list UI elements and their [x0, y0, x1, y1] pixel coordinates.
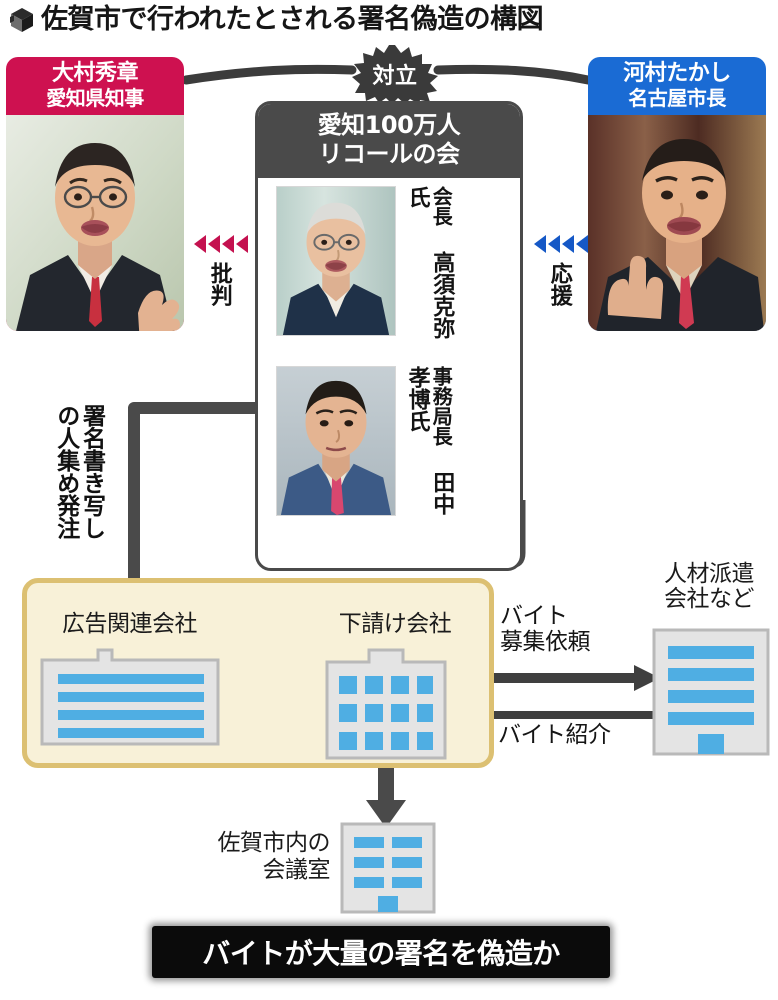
office-building-tall-icon: [652, 628, 770, 756]
page-title: 佐賀市で行われたとされる署名偽造の構図: [10, 4, 544, 35]
person-right-name: 河村たかし: [623, 61, 731, 86]
person-left-role: 愛知県知事: [46, 85, 144, 110]
person-right-role: 名古屋市長: [628, 85, 726, 110]
member-1-name: 田中孝博氏: [404, 365, 455, 515]
member-1-text: 事務局長 田中孝博氏: [404, 365, 455, 534]
person-card-right[interactable]: 河村たかし 名古屋市長: [588, 57, 766, 332]
cube-icon: [10, 7, 33, 32]
triangle-left-icon: [576, 235, 588, 253]
member-1-role: 事務局長: [429, 365, 454, 446]
commission-label: 署名書き写しの人集め発注: [52, 404, 105, 579]
recall-group-title-line1: 愛知100万人: [317, 111, 461, 139]
edge-request-label: バイト募集依頼: [500, 603, 591, 655]
conclusion-banner-text: バイトが大量の署名を偽造か: [202, 937, 560, 970]
commission-label-text: 署名書き写しの人集め発注: [52, 404, 105, 539]
node-ad-company-label: 広告関連会社: [62, 611, 198, 637]
node-staffing-label-text: 人材派遣会社など: [664, 561, 755, 613]
node-staffing-label: 人材派遣会社など: [640, 561, 778, 613]
member-0-role: 会長: [429, 185, 454, 226]
member-0-text: 会長 高須克弥氏: [404, 185, 455, 354]
commission-elbow-connector: [128, 402, 256, 598]
member-0-photo: [276, 185, 396, 336]
support-label: 応援: [546, 262, 572, 306]
triangle-left-icon: [562, 235, 574, 253]
starburst-icon: [352, 45, 438, 104]
recall-group-header: 愛知100万人 リコールの会: [258, 104, 520, 178]
conflict-line-right: [433, 64, 593, 85]
recall-member-row: 事務局長 田中孝博氏: [258, 354, 520, 534]
node-meeting-room-label-text: 佐賀市内の会議室: [217, 830, 331, 884]
person-card-left[interactable]: 大村秀章 愛知県知事: [6, 57, 184, 332]
node-meeting-room-label: 佐賀市内の会議室: [180, 830, 331, 884]
person-left-name: 大村秀章: [51, 61, 139, 86]
triangle-left-icon: [534, 235, 546, 253]
person-right-header: 河村たかし 名古屋市長: [588, 57, 766, 115]
office-building-room-icon: [340, 822, 436, 914]
support-arrow-triangles: [534, 235, 588, 253]
page-title-text: 佐賀市で行われたとされる署名偽造の構図: [41, 4, 544, 35]
person-left-header: 大村秀章 愛知県知事: [6, 57, 184, 115]
conflict-badge: 対立: [349, 44, 441, 104]
conclusion-banner: バイトが大量の署名を偽造か: [152, 926, 610, 978]
criticism-arrow-triangles: [194, 235, 248, 253]
triangle-left-icon: [194, 235, 206, 253]
triangle-left-icon: [236, 235, 248, 253]
triangle-left-icon: [222, 235, 234, 253]
conflict-badge-label: 対立: [372, 64, 418, 89]
criticism-label: 批判: [206, 262, 232, 306]
recall-group-card[interactable]: 愛知100万人 リコールの会: [255, 101, 523, 571]
person-right-photo: [588, 115, 766, 332]
edge-referral-label: バイト紹介: [498, 722, 611, 748]
office-building-wide-icon: [40, 648, 220, 746]
person-left-photo: [6, 115, 184, 332]
member-1-photo: [276, 365, 396, 516]
triangle-left-icon: [548, 235, 560, 253]
node-subcontractor-label: 下請け会社: [338, 611, 452, 637]
conflict-line-left: [181, 64, 357, 85]
office-building-grid-icon: [325, 648, 447, 760]
triangle-left-icon: [208, 235, 220, 253]
recall-group-title-line2: リコールの会: [318, 139, 461, 168]
recall-member-row: 会長 高須克弥氏: [258, 178, 520, 354]
member-0-name: 高須克弥氏: [404, 185, 455, 339]
